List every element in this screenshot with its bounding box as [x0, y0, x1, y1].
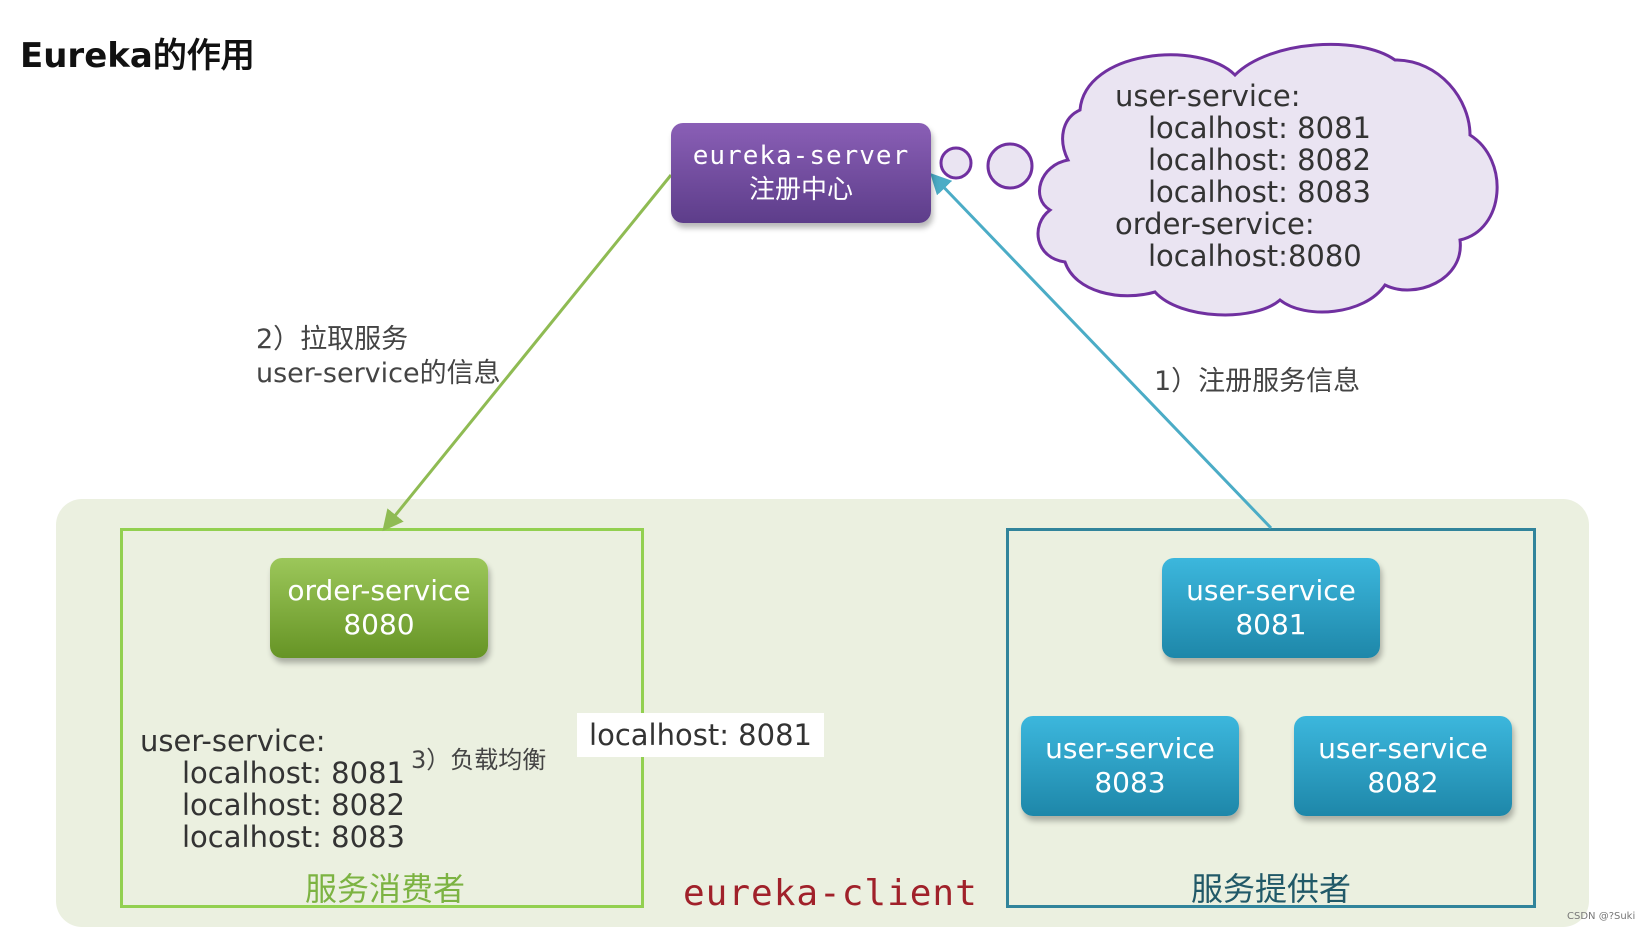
- user-service-port: 8083: [1094, 766, 1166, 799]
- eureka-server-node: eureka-server 注册中心: [671, 123, 931, 223]
- cloud-order-header: order-service:: [1115, 207, 1315, 241]
- user-service-name: user-service: [1186, 574, 1356, 607]
- cloud-registry-list: user-service: localhost: 8081 localhost:…: [1115, 80, 1371, 272]
- server-name: eureka-server: [692, 141, 910, 171]
- provider-group: [1006, 528, 1536, 908]
- cloud-user-item: localhost: 8082: [1148, 143, 1371, 177]
- pull-step-label: 2）拉取服务 user-service的信息: [256, 323, 501, 391]
- user-service-node-8082: user-service 8082: [1294, 716, 1512, 816]
- order-service-port: 8080: [343, 608, 415, 641]
- user-service-port: 8082: [1367, 766, 1439, 799]
- register-arrow: [930, 172, 1273, 530]
- consumer-list-item: localhost: 8081: [182, 756, 405, 790]
- order-service-name: order-service: [287, 574, 471, 607]
- pull-step-line1: 2）拉取服务: [256, 324, 409, 355]
- pull-arrow: [382, 174, 673, 532]
- user-service-node-8083: user-service 8083: [1021, 716, 1239, 816]
- cloud-shape: [1036, 42, 1499, 317]
- consumer-list-item: localhost: 8083: [182, 820, 405, 854]
- load-balance-label: 3）负载均衡: [411, 746, 547, 774]
- page-title: Eureka的作用: [20, 36, 255, 76]
- register-step-label: 1）注册服务信息: [1154, 366, 1361, 397]
- consumer-list-item: localhost: 8082: [182, 788, 405, 822]
- thought-bubble-medium: [939, 146, 973, 180]
- user-service-node-8081: user-service 8081: [1162, 558, 1380, 658]
- consumer-service-list: user-service: localhost: 8081 localhost:…: [140, 725, 405, 853]
- watermark: CSDN @?Suki: [1567, 911, 1636, 922]
- consumer-role-label: 服务消费者: [305, 870, 466, 908]
- pull-step-line2: user-service的信息: [256, 358, 501, 389]
- order-service-node: order-service 8080: [270, 558, 488, 658]
- cloud-order-item: localhost:8080: [1148, 239, 1362, 273]
- consumer-list-header: user-service:: [140, 724, 326, 758]
- cloud-user-header: user-service:: [1115, 79, 1301, 113]
- selected-instance: localhost: 8081: [577, 713, 824, 757]
- cloud-user-item: localhost: 8083: [1148, 175, 1371, 209]
- provider-role-label: 服务提供者: [1191, 870, 1352, 908]
- eureka-client-label: eureka-client: [683, 873, 978, 914]
- user-service-port: 8081: [1235, 608, 1307, 641]
- server-subtitle: 注册中心: [748, 175, 853, 205]
- cloud-user-item: localhost: 8081: [1148, 111, 1371, 145]
- user-service-name: user-service: [1318, 732, 1488, 765]
- thought-bubble-large: [986, 142, 1034, 190]
- user-service-name: user-service: [1045, 732, 1215, 765]
